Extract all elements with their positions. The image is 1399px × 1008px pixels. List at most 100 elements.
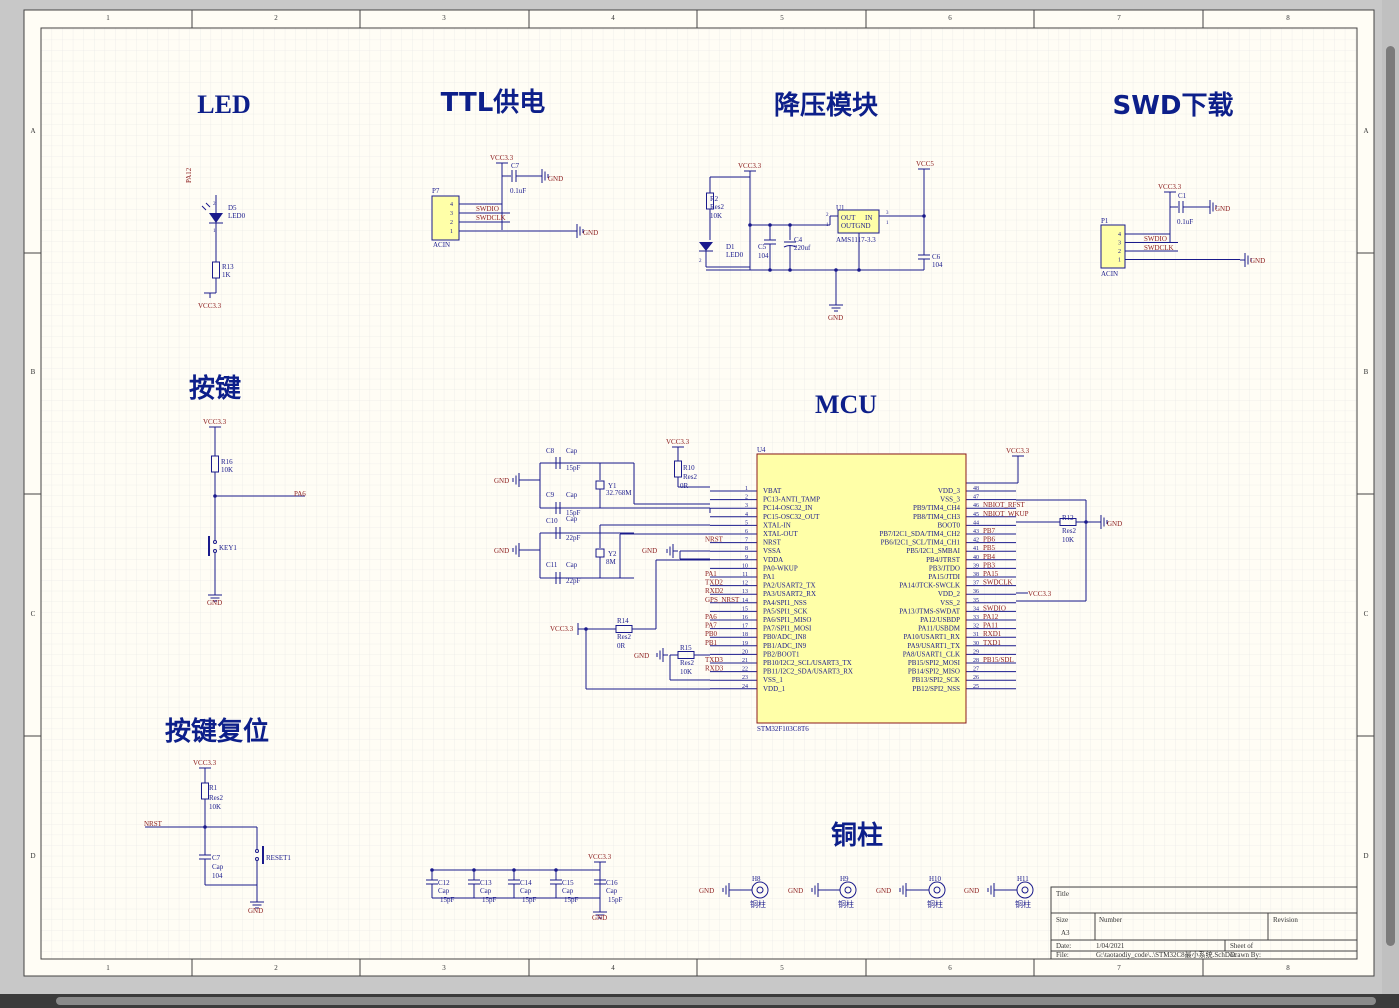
connector-p1[interactable] <box>1100 224 1126 269</box>
power-label: VCC5 <box>916 160 934 168</box>
pin-number: 24 <box>742 684 748 690</box>
reset-cap-c7[interactable] <box>199 854 211 860</box>
cap-c11[interactable] <box>555 572 561 584</box>
pin-number: 27 <box>973 667 979 673</box>
net-label: PA1 <box>705 570 717 578</box>
decoupling-cap[interactable] <box>508 879 520 885</box>
key-resistor-r16[interactable] <box>211 455 219 473</box>
led-diode[interactable] <box>209 213 223 223</box>
mcu-resistor-r15[interactable] <box>677 651 695 659</box>
mcu-resistor-r10[interactable] <box>674 460 682 478</box>
cap-c9[interactable] <box>555 502 561 514</box>
net-label: RXD3 <box>705 665 724 673</box>
pin-name: PB6/I2C1_SCL/TIM4_CH1 <box>881 539 961 547</box>
buck-cap-c6[interactable] <box>918 254 930 260</box>
pin-number: 29 <box>973 649 979 655</box>
pin-name: PB10/I2C2_SCL/USART3_TX <box>763 659 852 667</box>
buck-cap-c5[interactable] <box>764 239 776 245</box>
led-resistor[interactable] <box>212 261 220 279</box>
schematic-text: RESET1 <box>266 854 291 862</box>
zone-row-label: A <box>30 127 35 135</box>
net-label: PB3 <box>983 561 996 569</box>
schematic-text: 0R <box>680 482 689 490</box>
buck-led[interactable] <box>699 242 713 251</box>
schematic-text: 15pF <box>564 896 579 904</box>
schematic-text: GND <box>592 914 607 922</box>
schematic-text: ACIN <box>433 241 450 249</box>
buck-resistor-r2[interactable] <box>706 192 714 210</box>
ttl-cap[interactable] <box>511 170 517 182</box>
decoupling-cap[interactable] <box>426 879 438 885</box>
connector-p7[interactable] <box>431 195 460 241</box>
net-label: TXD1 <box>983 639 1001 647</box>
schematic-text: 15pF <box>482 896 497 904</box>
net-label: RXD1 <box>983 630 1002 638</box>
pin-name: XTAL-OUT <box>763 530 799 538</box>
pin-number: 8 <box>745 546 748 552</box>
schematic-text: 22pF <box>566 534 581 542</box>
decoupling-cap[interactable] <box>550 879 562 885</box>
schematic-text: GND <box>494 547 509 555</box>
pin-name: PA5/SPI1_SCK <box>763 607 808 615</box>
vertical-scrollbar[interactable] <box>1382 0 1399 994</box>
schematic-text: 10K <box>209 803 221 811</box>
schematic-text: R13 <box>222 263 234 271</box>
schematic-text: 104 <box>758 252 769 260</box>
heading-reset-key: 按键复位 <box>165 716 269 747</box>
light-emission-icon <box>201 202 211 211</box>
mcu-u4-body[interactable] <box>756 453 967 724</box>
pin-number: 1 <box>745 486 748 492</box>
zone-col-label: 5 <box>780 14 784 22</box>
schematic-text: 15pF <box>608 896 623 904</box>
copper-post[interactable] <box>839 881 857 899</box>
schematic-text: 3 <box>450 211 453 217</box>
pin-name: PB3/JTDO <box>929 564 960 572</box>
copper-post[interactable] <box>928 881 946 899</box>
schematic-text: Y2 <box>608 550 617 558</box>
schematic-text: Res2 <box>617 633 632 641</box>
pin-number: 23 <box>742 675 748 681</box>
vertical-scroll-thumb[interactable] <box>1386 46 1395 946</box>
pin-number: 3 <box>745 503 748 509</box>
mcu-resistor-r14[interactable] <box>615 625 633 633</box>
horizontal-scroll-thumb[interactable] <box>56 997 1376 1005</box>
horizontal-scrollbar[interactable] <box>0 994 1399 1008</box>
pin-name: VSS_1 <box>763 676 783 684</box>
schematic-text: R12 <box>1062 514 1074 522</box>
schematic-text: 4 <box>450 202 453 208</box>
mcu-resistor-r12[interactable] <box>1059 518 1077 526</box>
net-label: SWDCLK <box>983 579 1013 587</box>
pin-number: 10 <box>742 563 748 569</box>
decoupling-cap[interactable] <box>594 879 606 885</box>
reset-resistor-r1[interactable] <box>201 782 209 800</box>
pin-number: 37 <box>973 581 979 587</box>
copper-post[interactable] <box>1016 881 1034 899</box>
schematic-text: C15 <box>562 879 574 887</box>
zone-row-label: D <box>1363 852 1368 860</box>
schematic-text: Sheet of <box>1230 942 1254 950</box>
power-label: VCC3.3 <box>588 853 612 861</box>
copper-post[interactable] <box>751 881 769 899</box>
schematic-text: 22pF <box>566 577 581 585</box>
schematic-text: GND <box>788 887 803 895</box>
gnd-symbol <box>829 300 843 312</box>
gnd-symbol <box>537 169 549 183</box>
crystal-y2[interactable] <box>595 548 605 558</box>
schematic-text: H10 <box>929 875 942 883</box>
regulator-u1[interactable] <box>837 209 880 234</box>
schematic-text: U4 <box>757 446 766 454</box>
swd-cap-c1[interactable] <box>1178 201 1184 213</box>
heading-swd-download: SWD下载 <box>1113 91 1234 121</box>
schematic-text: 104 <box>212 872 223 880</box>
pin-name: PA1 <box>763 573 775 581</box>
cap-c8[interactable] <box>555 457 561 469</box>
cap-c10[interactable] <box>555 527 561 539</box>
schematic-text: Cap <box>566 447 578 455</box>
crystal-y1[interactable] <box>595 480 605 490</box>
gnd-symbol <box>208 590 222 602</box>
decoupling-cap[interactable] <box>468 879 480 885</box>
schematic-text: 1/04/2021 <box>1096 942 1125 950</box>
gnd-symbol <box>811 883 823 897</box>
heading-led: LED <box>197 90 250 119</box>
schematic-text: 2 <box>826 213 829 218</box>
